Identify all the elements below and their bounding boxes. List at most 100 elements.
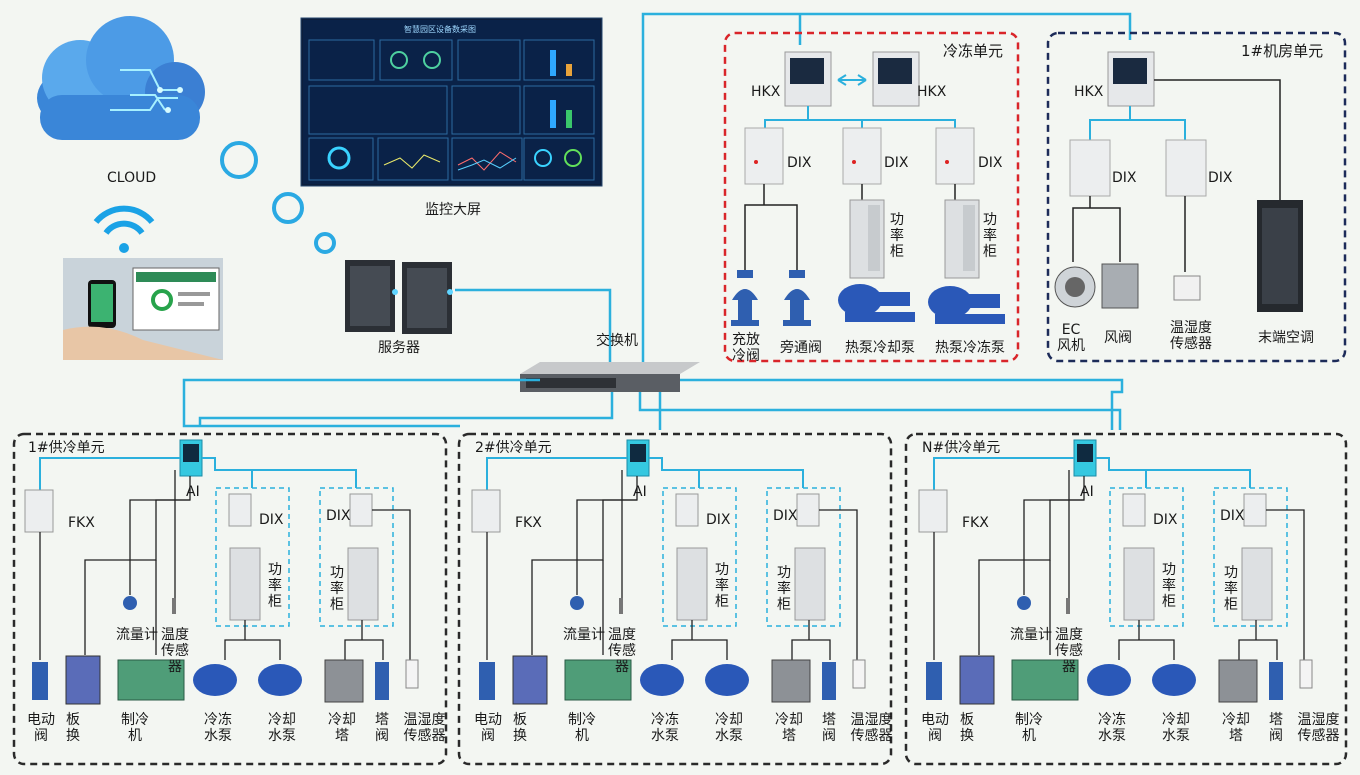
unit-1-chiller xyxy=(117,659,185,701)
unit-1-dix-frame-2 xyxy=(319,487,394,627)
monitor-title: 智慧园区设备数采图 xyxy=(404,25,476,34)
unit-3-th-sensor xyxy=(1299,659,1313,689)
unit-3-plate-exchanger xyxy=(959,655,995,705)
unit-1-device-0: 电动阀 xyxy=(27,712,55,744)
freeze-power-cabinet-1: 功率柜 xyxy=(890,212,904,260)
unit-3-device-5: 冷却塔 xyxy=(1222,712,1250,744)
unit-1-fkx-label: FKX xyxy=(68,515,95,531)
unit-1-power-cabinet-2 xyxy=(347,547,379,621)
unit-3-wire-6 xyxy=(1238,620,1278,660)
server-icon xyxy=(345,260,453,334)
unit-1-dix-frame-1 xyxy=(215,487,290,627)
unit-2-device-6: 塔阀 xyxy=(822,712,836,744)
unit-2-dix-box-1 xyxy=(675,493,699,527)
unit-3-flowmeter-label: 流量计 xyxy=(1010,627,1052,643)
unit-2-temp-sensor-label: 温度传感器 xyxy=(608,627,636,675)
unit-3-wire-3 xyxy=(1023,499,1084,595)
unit-3-power-cabinet-2 xyxy=(1241,547,1273,621)
freeze-unit-devices xyxy=(731,51,1005,326)
cloud-icon xyxy=(37,16,205,140)
unit-3-temp-sensor xyxy=(1066,598,1070,614)
unit-3-device-7: 温湿度传感器 xyxy=(1297,712,1340,744)
unit-1-wire-1 xyxy=(84,476,191,655)
unit-3-cooling-pump xyxy=(1152,664,1196,696)
room-dix-label-2: DIX xyxy=(1208,170,1233,186)
bubble-medium xyxy=(272,192,304,224)
unit-1-dix-box-2 xyxy=(349,493,373,527)
unit-3-wire-7 xyxy=(1266,509,1305,660)
supply-unit-frame-3 xyxy=(904,432,1348,766)
unit-3-dix-label-1: DIX xyxy=(1153,512,1178,528)
laptop-phone-image xyxy=(63,258,223,360)
network-switch-icon xyxy=(520,362,700,392)
unit-1-power-cabinet-label-1: 功率柜 xyxy=(268,562,282,610)
unit-3-device-6: 塔阀 xyxy=(1269,712,1283,744)
unit-2-power-cabinet-label-1: 功率柜 xyxy=(715,562,729,610)
unit-3-fkx-label: FKX xyxy=(962,515,989,531)
unit-3-wire-5 xyxy=(1118,620,1175,660)
unit-2-dix-frame-1 xyxy=(662,487,737,627)
unit-2-dix-label-1: DIX xyxy=(706,512,731,528)
unit-1-ai-label: AI xyxy=(186,484,200,500)
unit-3-temp-sensor-label: 温度传感器 xyxy=(1055,627,1083,675)
unit-2-device-7: 温湿度传感器 xyxy=(850,712,893,744)
unit-3-dix-frame-2 xyxy=(1213,487,1288,627)
unit-2-temp-sensor xyxy=(619,598,623,614)
freeze-unit-frame xyxy=(723,31,1020,363)
unit-1-temp-sensor-label: 温度传感器 xyxy=(161,627,189,675)
unit-3-dix-frame-1 xyxy=(1109,487,1184,627)
unit-2-title: 2#供冷单元 xyxy=(475,440,552,456)
unit-3-wire-1 xyxy=(978,476,1085,655)
supply-unit-frame-2 xyxy=(457,432,893,766)
unit-1-cooling-pump xyxy=(258,664,302,696)
unit-3-power-cabinet-label-2: 功率柜 xyxy=(1224,565,1238,613)
freeze-device-charge-valve: 充放冷阀 xyxy=(732,332,760,364)
wifi-icon xyxy=(93,205,155,253)
unit-2-blue-links xyxy=(486,457,804,490)
freeze-hkx-label-2: HKX xyxy=(917,84,947,100)
unit-2-dix-box-2 xyxy=(796,493,820,527)
freeze-device-bypass-valve: 旁通阀 xyxy=(780,340,822,356)
unit-1-dix-box-1 xyxy=(228,493,252,527)
room-device-ec-fan: EC风机 xyxy=(1057,322,1085,354)
unit-1-flowmeter xyxy=(123,596,137,610)
room-dix-label-1: DIX xyxy=(1112,170,1137,186)
server-label: 服务器 xyxy=(378,340,420,356)
unit-2-th-sensor xyxy=(852,659,866,689)
unit-1-device-4: 冷却水泵 xyxy=(268,712,296,744)
room-unit-devices xyxy=(1054,51,1303,312)
unit-3-fkx-box xyxy=(918,489,948,533)
unit-2-chiller xyxy=(564,659,632,701)
unit-2-motor-valve xyxy=(479,662,495,700)
unit-1-device-6: 塔阀 xyxy=(375,712,389,744)
unit-3-dix-box-2 xyxy=(1243,493,1267,527)
unit-1-th-sensor xyxy=(405,659,419,689)
room-device-damper: 风阀 xyxy=(1104,330,1132,346)
unit-2-ai-label: AI xyxy=(633,484,647,500)
freeze-device-cooling-pump: 热泵冷却泵 xyxy=(845,340,915,356)
freeze-unit-title: 冷冻单元 xyxy=(940,40,1007,61)
unit-3-title: N#供冷单元 xyxy=(922,440,1001,456)
room-unit-title: 1#机房单元 xyxy=(1238,40,1327,61)
unit-1-power-cabinet-1 xyxy=(229,547,261,621)
unit-2-wire-7 xyxy=(819,509,858,660)
unit-3-motor-valve xyxy=(926,662,942,700)
unit-2-device-3: 冷冻水泵 xyxy=(651,712,679,744)
switch-label: 交换机 xyxy=(596,333,638,349)
unit-1-fkx-box xyxy=(24,489,54,533)
unit-2-cooling-tower xyxy=(771,659,811,703)
unit-1-temp-sensor xyxy=(172,598,176,614)
unit-1-dix-label-1: DIX xyxy=(259,512,284,528)
unit-3-dix-box-1 xyxy=(1122,493,1146,527)
unit-2-plate-exchanger xyxy=(512,655,548,705)
unit-1-wire-7 xyxy=(372,509,411,660)
unit-1-plate-exchanger xyxy=(65,655,101,705)
unit-3-device-1: 板换 xyxy=(960,712,974,744)
unit-2-cooling-pump xyxy=(705,664,749,696)
unit-2-dix-frame-2 xyxy=(766,487,841,627)
unit-2-power-cabinet-2 xyxy=(794,547,826,621)
unit-3-blue-links xyxy=(933,457,1251,490)
unit-2-wire-6 xyxy=(791,620,831,660)
